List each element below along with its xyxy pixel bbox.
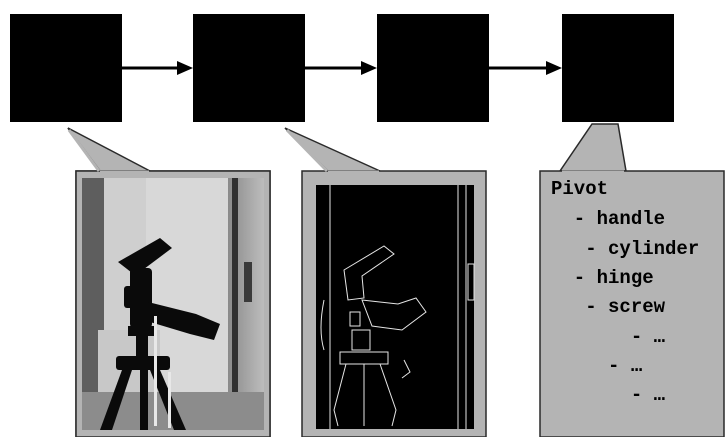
tree-line-6: - … (551, 326, 665, 348)
edge-image (316, 185, 474, 429)
tree-line-1: Pivot (551, 178, 608, 200)
stage-block-1 (10, 14, 122, 122)
arrow-3-4 (489, 61, 562, 75)
tripod-photo (82, 178, 264, 430)
pipeline-row (10, 14, 674, 122)
tree-line-5: - screw (551, 296, 666, 318)
stage-block-2 (193, 14, 305, 122)
photo-callout (68, 128, 270, 437)
tree-line-7: - … (551, 355, 642, 377)
tree-line-8: - … (551, 384, 665, 406)
arrow-2-3 (305, 61, 377, 75)
edges-callout (285, 128, 486, 437)
stage-block-3 (377, 14, 489, 122)
tree-line-2: - handle (551, 208, 665, 230)
arrow-1-2 (122, 61, 193, 75)
tree-line-4: - hinge (551, 267, 654, 289)
tree-line-3: - cylinder (551, 238, 699, 260)
stage-block-4 (562, 14, 674, 122)
